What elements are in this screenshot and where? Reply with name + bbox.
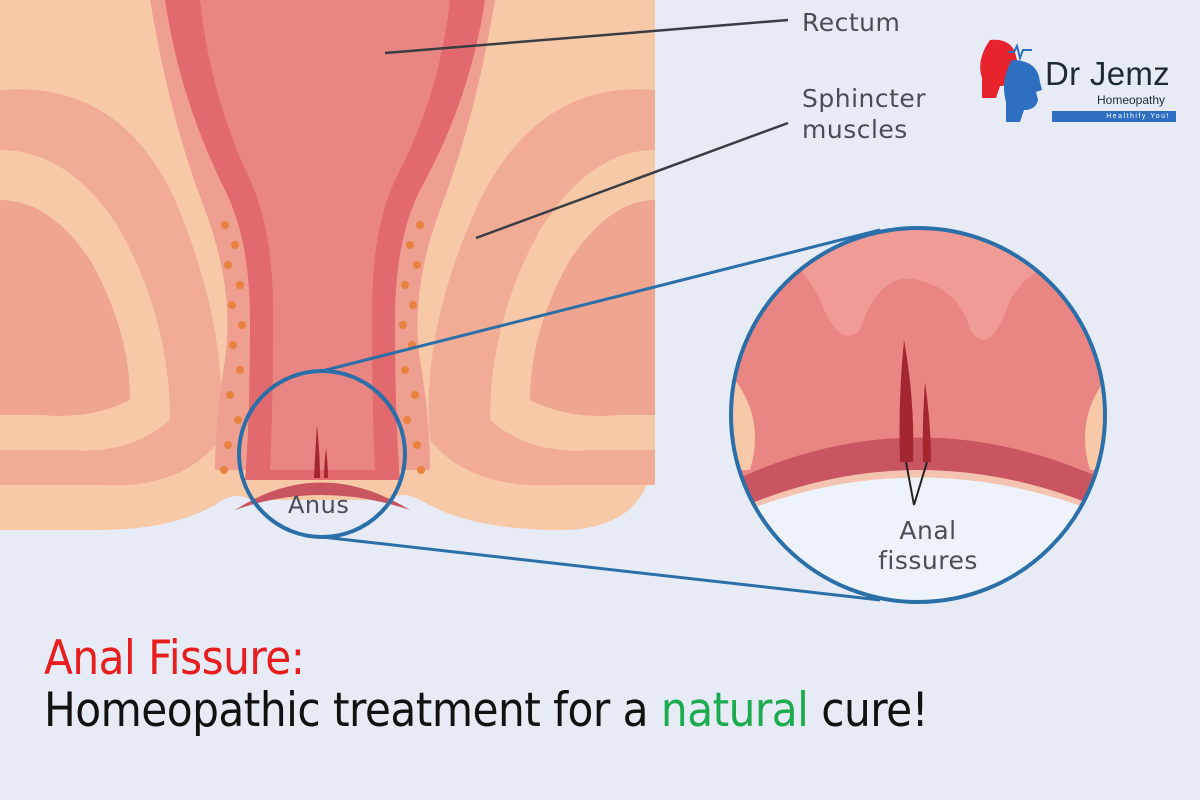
logo-pulse-icon xyxy=(1008,43,1032,62)
right-inner-muscle xyxy=(530,200,655,416)
right-sphincter xyxy=(389,0,495,470)
right-fat-tissue xyxy=(399,221,425,474)
anus-highlight-circle xyxy=(237,369,407,539)
logo-name: Dr Jemz xyxy=(1045,55,1170,92)
logo-blue-head-icon xyxy=(1004,60,1042,122)
subtitle-before: Homeopathic treatment for a xyxy=(44,683,661,738)
sphincter-pointer xyxy=(475,121,789,240)
fissure-small xyxy=(922,382,931,462)
zoom-detail xyxy=(729,226,1107,604)
rectum-lumen xyxy=(200,0,450,470)
logo-tagline: Healthify You! xyxy=(1052,111,1176,122)
fissure-overview xyxy=(314,425,328,478)
rectum-label: Rectum xyxy=(802,8,901,37)
left-inner-muscle xyxy=(0,200,130,416)
subtitle-highlight: natural xyxy=(660,683,809,738)
anus-label: Anus xyxy=(288,491,350,519)
headline: Anal Fissure: Homeopathic treatment for … xyxy=(44,631,929,738)
left-sphincter xyxy=(150,0,256,470)
logo-subtitle: Homeopathy xyxy=(1097,93,1166,107)
logo-mark xyxy=(980,39,1042,122)
pelvic-region xyxy=(0,0,655,530)
zoom-connectors xyxy=(321,228,881,602)
anal-opening xyxy=(235,482,410,510)
rectum-pointer xyxy=(384,18,789,55)
headline-subtitle: Homeopathic treatment for a natural cure… xyxy=(44,683,929,738)
subtitle-after: cure! xyxy=(808,683,929,738)
label-pointers xyxy=(384,18,789,240)
left-fat-tissue xyxy=(220,221,246,474)
headline-title: Anal Fissure: xyxy=(44,631,305,686)
fissure-large xyxy=(899,340,914,462)
